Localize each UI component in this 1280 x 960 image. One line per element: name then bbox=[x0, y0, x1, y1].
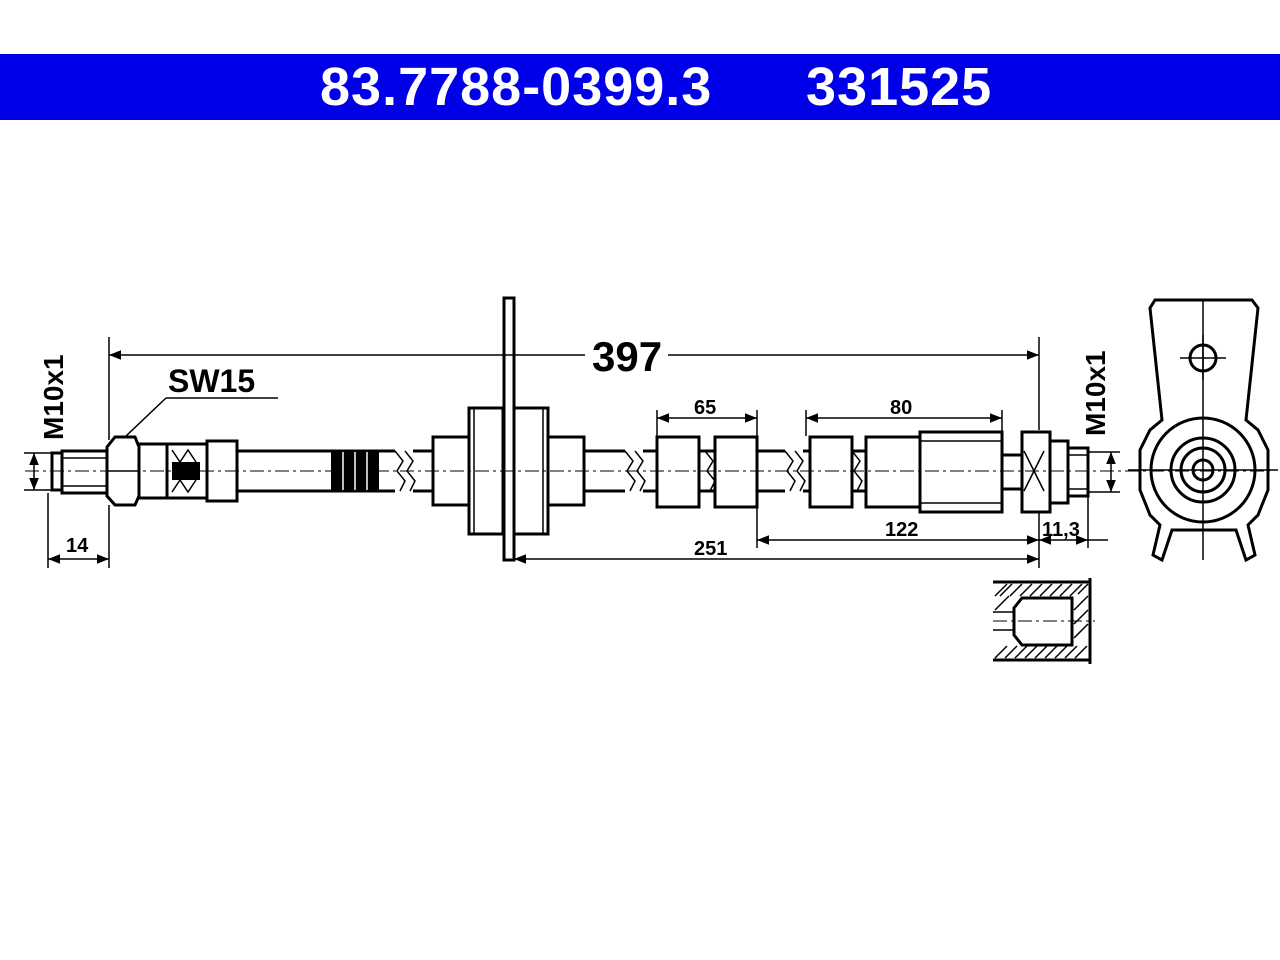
port-section-view bbox=[993, 578, 1095, 664]
part-number: 83.7788-0399.3 bbox=[320, 57, 713, 117]
wrench-size-label: SW15 bbox=[168, 363, 255, 399]
end-view bbox=[1128, 298, 1278, 563]
thread-right-label: M10x1 bbox=[1080, 350, 1111, 436]
hose-left bbox=[237, 449, 433, 493]
thread-left-label: M10x1 bbox=[38, 354, 69, 440]
dim-end-fitting: 11,3 bbox=[1042, 519, 1080, 541]
hose-middle bbox=[584, 435, 922, 509]
dim-section-a: 65 bbox=[694, 397, 716, 419]
dim-middle-to-end: 122 bbox=[885, 519, 918, 541]
left-fitting bbox=[50, 435, 239, 507]
bracket-assembly bbox=[431, 296, 586, 562]
reference-number: 331525 bbox=[806, 57, 993, 117]
dim-section-b: 80 bbox=[890, 397, 912, 419]
dim-total-length: 397 bbox=[592, 333, 662, 380]
title-bar bbox=[0, 54, 1280, 120]
dim-bracket-to-end: 251 bbox=[694, 538, 727, 560]
dim-thread-length: 14 bbox=[66, 535, 89, 557]
right-fitting bbox=[918, 430, 1090, 514]
